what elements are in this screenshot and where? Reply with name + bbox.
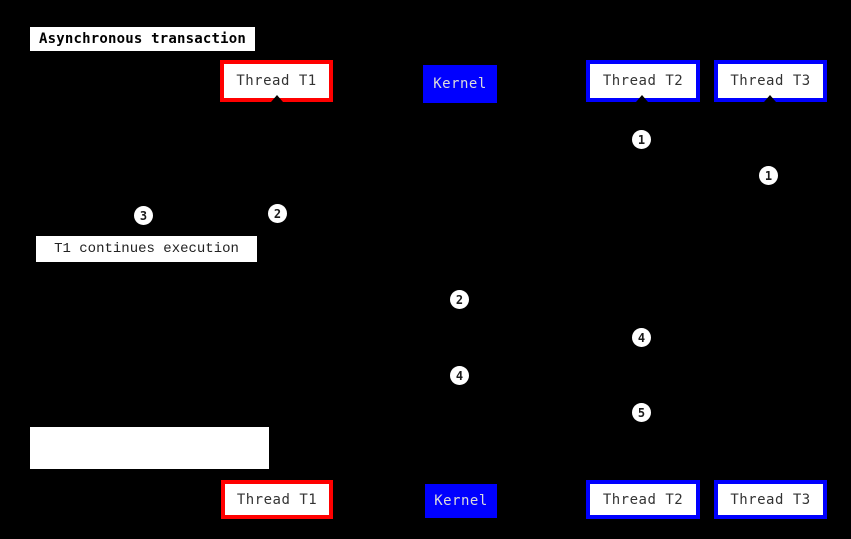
actor-box-kernel-bottom: Kernel [425,484,497,518]
sequence-number: 2 [455,292,464,307]
actor-label: Thread T2 [602,491,684,508]
lifeline-arrowhead [764,95,776,102]
actor-box-kernel-top: Kernel [423,65,497,103]
lifeline-arrowhead [271,95,283,102]
actor-label: Thread T2 [602,73,684,89]
sequence-number-badge: 3 [134,206,153,225]
actor-label: Thread T1 [236,491,318,508]
sequence-number: 4 [455,368,464,383]
sequence-number: 1 [637,132,646,147]
actor-label: Kernel [434,493,488,509]
sequence-number: 2 [273,206,282,221]
diagram-title: Asynchronous transaction [30,27,255,51]
sequence-number-badge: 4 [450,366,469,385]
lifeline-arrowhead [636,95,648,102]
actor-label: Thread T3 [730,73,811,89]
sequence-number-badge: 2 [450,290,469,309]
sequence-number-badge: 2 [268,204,287,223]
actor-label: Thread T3 [730,491,811,508]
actor-box-thread-t2-bottom: Thread T2 [586,480,700,519]
actor-box-thread-t1-bottom: Thread T1 [221,480,333,519]
note-empty [30,427,269,469]
sequence-number-badge: 4 [632,328,651,347]
sequence-number-badge: 1 [632,130,651,149]
actor-label: Thread T1 [236,73,317,89]
note-t1-continues: T1 continues execution [36,236,257,262]
sequence-number: 1 [764,168,773,183]
sequence-number-badge: 1 [759,166,778,185]
sequence-number: 4 [637,330,646,345]
actor-label: Kernel [433,76,487,92]
sequence-number: 5 [637,405,646,420]
sequence-number: 3 [139,208,148,223]
sequence-number-badge: 5 [632,403,651,422]
actor-box-thread-t3-bottom: Thread T3 [714,480,827,519]
